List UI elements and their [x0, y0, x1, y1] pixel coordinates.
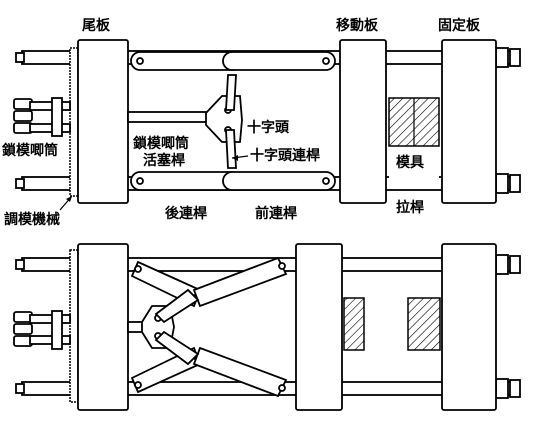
label-tie-bar: 拉桿 — [396, 199, 424, 216]
crosshead-top — [205, 95, 243, 143]
mold-half-fixed — [407, 297, 441, 351]
piston-rod-top — [127, 111, 217, 123]
rear-plate-bottom — [77, 243, 129, 411]
moving-plate-top — [339, 39, 387, 204]
label-rear-plate: 尾板 — [82, 17, 111, 34]
tie-bar-nuts-top — [495, 47, 509, 194]
mold-adjust-gear-top — [69, 47, 79, 197]
clamp-cylinder-bottom — [13, 310, 71, 350]
mold-top — [388, 97, 440, 178]
fixed-plate-bottom — [441, 243, 497, 411]
label-crosshead: 十字頭 — [247, 119, 290, 136]
label-clamp-cylinder: 鎖模唧筒 — [2, 142, 58, 159]
label-fixed-plate: 固定板 — [438, 17, 481, 34]
label-front-link: 前連桿 — [255, 205, 297, 222]
moving-plate-bottom — [295, 243, 343, 411]
mold-adjust-gear-bottom — [69, 249, 79, 403]
front-link-lower-top — [222, 171, 336, 191]
crosshead-link-upper-bottom — [154, 288, 200, 324]
front-link-lower-bottom — [192, 346, 288, 398]
rear-plate-top — [77, 39, 129, 204]
label-rear-link: 後連桿 — [165, 205, 207, 222]
label-crosshead-link: 十字頭連桿 — [250, 147, 320, 164]
top-view-open: 尾板 移動板 固定板 十字頭 鎖模唧筒 鎖模唧筒 活塞桿 十字頭連桿 模具 後連… — [2, 17, 521, 228]
fixed-plate-top — [441, 39, 497, 204]
label-mold-adjust: 調模機械 — [4, 211, 60, 228]
front-link-upper-top — [222, 51, 336, 71]
mold-half-moving — [343, 297, 365, 351]
bottom-view — [13, 243, 521, 411]
label-clamp-piston-line2: 活塞桿 — [143, 152, 185, 169]
crosshead-link-upper-top — [225, 74, 237, 111]
label-clamp-piston-line1: 鎖模唧筒 — [133, 135, 189, 152]
label-mold: 模具 — [396, 154, 424, 171]
crosshead-link-lower-bottom — [154, 330, 200, 366]
clamp-cylinder-top — [13, 97, 71, 137]
label-moving-plate: 移動板 — [336, 17, 379, 34]
label-clamp-piston: 鎖模唧筒 活塞桿 — [133, 135, 194, 169]
crosshead-link-lower-top — [225, 129, 237, 169]
